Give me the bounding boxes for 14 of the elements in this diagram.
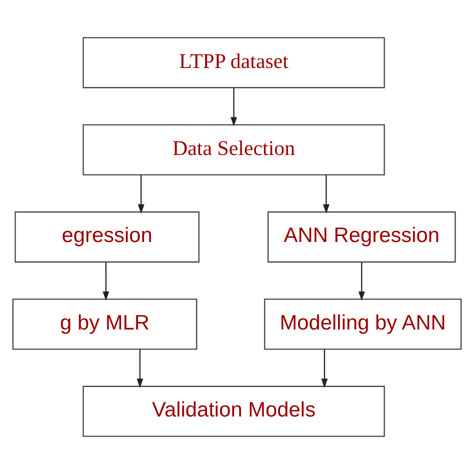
node-box: ANN Regression <box>268 211 456 263</box>
node-box: Validation Models <box>82 386 385 437</box>
arrow <box>321 349 328 388</box>
arrow <box>136 349 144 388</box>
node-box: egression <box>14 211 200 263</box>
node-box: g by MLR <box>12 298 198 350</box>
arrow <box>102 262 110 301</box>
arrow <box>358 262 365 301</box>
arrow <box>138 175 144 214</box>
node-box: Data Selection <box>82 124 385 176</box>
arrow <box>322 175 330 214</box>
arrow <box>230 88 238 126</box>
node-box: Modelling by ANN <box>264 298 462 350</box>
node-box: LTPP dataset <box>82 37 385 88</box>
